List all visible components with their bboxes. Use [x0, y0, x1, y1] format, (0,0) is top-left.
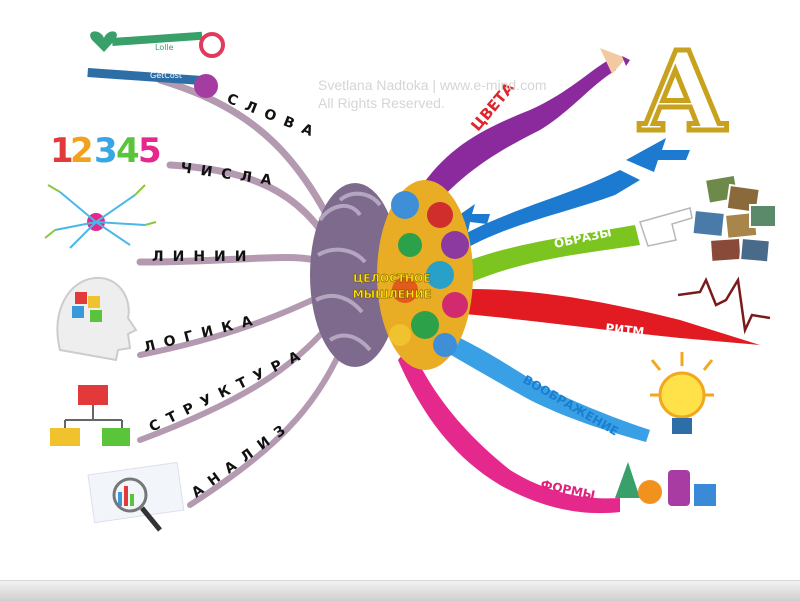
watermark-line1: Svetlana Nadtoka | www.e-mind.com — [318, 77, 547, 93]
svg-text:A: A — [639, 27, 727, 156]
key-word-2: Lolle — [155, 43, 174, 52]
shapes-icon — [615, 462, 716, 506]
label-ritm: РИТМ — [605, 321, 645, 339]
brain: ЦЕЛОСТНОЕ МЫШЛЕНИЕ — [310, 180, 473, 370]
branch-formy — [398, 345, 620, 514]
branch-associacii — [440, 170, 640, 258]
arrow-associacii-right — [626, 138, 690, 172]
key-word-1: Heart — [118, 45, 140, 54]
bottom-shadow-bar — [0, 580, 800, 601]
structure-icon — [50, 385, 130, 446]
branch-obrazy — [445, 225, 640, 290]
pencil-tip — [600, 48, 626, 74]
svg-text:3: 3 — [94, 131, 118, 171]
branch-ritm — [440, 289, 760, 345]
svg-text:1: 1 — [50, 131, 74, 171]
label-logika: ЛОГИКА — [142, 311, 263, 356]
label-chisla: ЧИСЛА — [179, 160, 281, 190]
svg-text:4: 4 — [116, 131, 140, 171]
pointing-hand-icon — [639, 207, 693, 247]
numbers-icon: 1 2 3 4 5 — [50, 131, 162, 171]
pencil-lead — [622, 56, 630, 66]
center-title-line2: МЫШЛЕНИЕ — [353, 288, 432, 301]
center-title-line1: ЦЕЛОСТНОЕ — [353, 272, 431, 285]
lightbulb-icon — [650, 352, 714, 434]
key-icon: Heart Lolle GetCost — [87, 31, 225, 98]
brain-right-hemisphere — [377, 180, 473, 370]
svg-text:5: 5 — [138, 131, 162, 171]
lines-icon — [44, 184, 157, 249]
label-linii: ЛИНИИ — [152, 249, 256, 265]
branch-voobrazhenie — [425, 325, 650, 442]
pulse-line-icon — [677, 276, 771, 335]
branch-cveta — [410, 58, 616, 225]
key-word-3: GetCost — [150, 71, 182, 80]
watermark-line2: All Rights Reserved. — [318, 95, 445, 111]
letter-a-icon: A — [637, 25, 730, 159]
head-puzzle-icon — [56, 276, 138, 362]
brain-left-hemisphere — [310, 183, 400, 367]
label-voobrazhenie: ВООБРАЖЕНИЕ — [521, 372, 621, 438]
photos-icon — [691, 173, 777, 264]
svg-text:2: 2 — [70, 131, 94, 171]
magnifier-chart-icon — [87, 461, 185, 532]
label-analiz: АНАЛИЗ — [189, 417, 296, 501]
